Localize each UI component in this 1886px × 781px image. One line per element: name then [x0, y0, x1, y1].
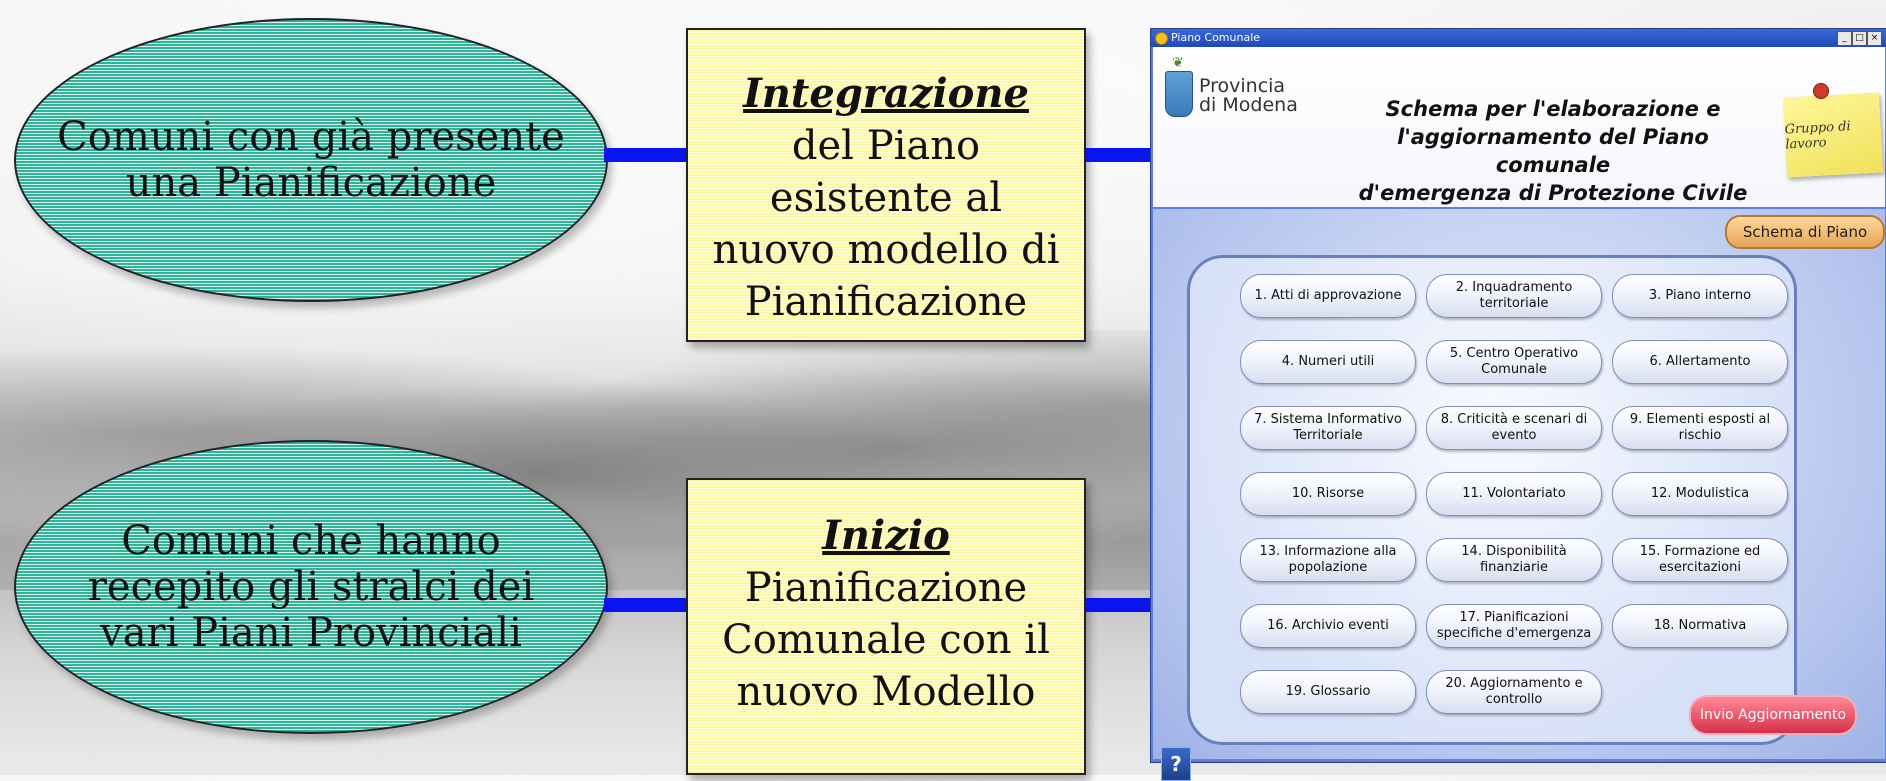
header-title: Schema per l'elaborazione e l'aggiorname… — [1343, 95, 1763, 207]
button-label: 12. Modulistica — [1650, 486, 1750, 501]
section-button-3[interactable]: 3. Piano interno — [1612, 274, 1788, 318]
maximize-button[interactable]: □ — [1852, 31, 1867, 46]
section-button-11[interactable]: 11. Volontariato — [1426, 472, 1602, 516]
province-crest-icon — [1165, 71, 1193, 117]
button-label: 16. Archivio eventi — [1267, 618, 1389, 633]
box-line: nuovo modello di — [712, 227, 1060, 273]
gruppo-di-lavoro-note[interactable]: Gruppo di lavoro — [1782, 92, 1884, 178]
button-label: 14. Disponibilità — [1461, 544, 1567, 559]
box-heading: Inizio — [822, 512, 950, 559]
section-button-12[interactable]: 12. Modulistica — [1612, 472, 1788, 516]
ellipse-existing-plan: Comuni con già presente una Pianificazio… — [14, 18, 608, 302]
button-label: evento — [1491, 428, 1537, 443]
box-integrazione: Integrazione del Piano esistente al nuov… — [686, 28, 1086, 342]
button-label: rischio — [1678, 428, 1722, 443]
button-label: 6. Allertamento — [1649, 354, 1751, 369]
logo-text-line: Provincia — [1199, 75, 1286, 97]
box-line: esistente al — [769, 175, 1003, 221]
ellipse-line: Comuni che hanno — [121, 518, 501, 564]
close-button[interactable]: × — [1867, 31, 1882, 46]
minimize-button[interactable]: _ — [1837, 31, 1852, 46]
button-label: 2. Inquadramento — [1455, 280, 1573, 295]
ellipse-provincial-plans: Comuni che hanno recepito gli stralci de… — [14, 440, 608, 734]
box-line: Pianificazione — [744, 565, 1028, 611]
section-button-6[interactable]: 6. Allertamento — [1612, 340, 1788, 384]
section-button-1[interactable]: 1. Atti di approvazione — [1240, 274, 1416, 318]
connector-bottom-left — [604, 598, 686, 612]
sections-panel: 1. Atti di approvazione 2. Inquadramento… — [1187, 255, 1797, 745]
button-label: 8. Criticità e scenari di — [1440, 412, 1588, 427]
button-label: 11. Volontariato — [1462, 486, 1566, 501]
window-header: ❦ Provincia di Modena Schema per l'elabo… — [1153, 47, 1885, 207]
button-label: 13. Informazione alla — [1259, 544, 1397, 559]
button-label: 9. Elementi esposti al — [1629, 412, 1771, 427]
box-line: Pianificazione — [744, 279, 1028, 325]
window-titlebar: Piano Comunale _ □ × — [1151, 29, 1886, 47]
button-label: finanziarie — [1479, 560, 1548, 575]
header-title-line: d'emergenza di Protezione Civile — [1358, 181, 1748, 205]
piano-comunale-window: Piano Comunale _ □ × ❦ Provincia di Mode… — [1150, 28, 1886, 781]
invio-aggiornamento-button[interactable]: Invio Aggiornamento — [1689, 695, 1857, 735]
button-label: 4. Numeri utili — [1281, 354, 1375, 369]
button-label: 19. Glossario — [1285, 684, 1371, 699]
laurel-icon: ❦ — [1172, 55, 1184, 71]
section-button-4[interactable]: 4. Numeri utili — [1240, 340, 1416, 384]
button-label: popolazione — [1288, 560, 1368, 575]
window-title: Piano Comunale — [1171, 31, 1261, 44]
header-title-line: l'aggiornamento del Piano comunale — [1397, 125, 1709, 177]
button-label: 5. Centro Operativo — [1449, 346, 1579, 361]
button-label: territoriale — [1479, 296, 1549, 311]
button-label: controllo — [1485, 692, 1543, 707]
ellipse-line: vari Piani Provinciali — [100, 610, 522, 656]
button-label: 20. Aggiornamento e — [1445, 676, 1583, 691]
section-button-16[interactable]: 16. Archivio eventi — [1240, 604, 1416, 648]
button-label: 18. Normativa — [1653, 618, 1747, 633]
button-label: 10. Risorse — [1291, 486, 1365, 501]
button-label: 17. Pianificazioni — [1459, 610, 1569, 625]
button-label: 1. Atti di approvazione — [1254, 288, 1402, 303]
app-icon — [1155, 32, 1168, 45]
section-button-18[interactable]: 18. Normativa — [1612, 604, 1788, 648]
ellipse-line: una Pianificazione — [125, 160, 497, 206]
help-button[interactable]: ? — [1161, 747, 1191, 781]
button-label: 15. Formazione ed — [1639, 544, 1761, 559]
province-logo-text: Provincia di Modena — [1199, 77, 1298, 115]
button-label: 3. Piano interno — [1648, 288, 1752, 303]
button-label: Territoriale — [1293, 428, 1363, 443]
postit-label: Gruppo di lavoro — [1784, 119, 1852, 153]
box-line: Comunale con il — [722, 617, 1050, 663]
section-button-19[interactable]: 19. Glossario — [1240, 670, 1416, 714]
ellipse-line: Comuni con già presente — [57, 114, 565, 160]
box-line: del Piano — [791, 123, 981, 169]
box-inizio: Inizio Pianificazione Comunale con il nu… — [686, 478, 1086, 775]
schema-di-piano-button[interactable]: Schema di Piano — [1725, 215, 1885, 249]
pushpin-icon — [1813, 83, 1829, 99]
connector-top-left — [604, 148, 686, 162]
main-area: Schema di Piano 1. Atti di approvazione … — [1153, 209, 1885, 759]
button-label: specifiche d'emergenza — [1436, 626, 1592, 641]
logo-text-line: di Modena — [1199, 94, 1298, 116]
box-heading: Integrazione — [743, 70, 1029, 117]
button-label: 7. Sistema Informativo — [1254, 412, 1402, 427]
header-title-line: Schema per l'elaborazione e — [1385, 97, 1721, 121]
button-label: Comunale — [1481, 362, 1547, 377]
button-label: esercitazioni — [1659, 560, 1741, 575]
section-button-10[interactable]: 10. Risorse — [1240, 472, 1416, 516]
box-line: nuovo Modello — [736, 669, 1036, 715]
ellipse-line: recepito gli stralci dei — [87, 564, 535, 610]
